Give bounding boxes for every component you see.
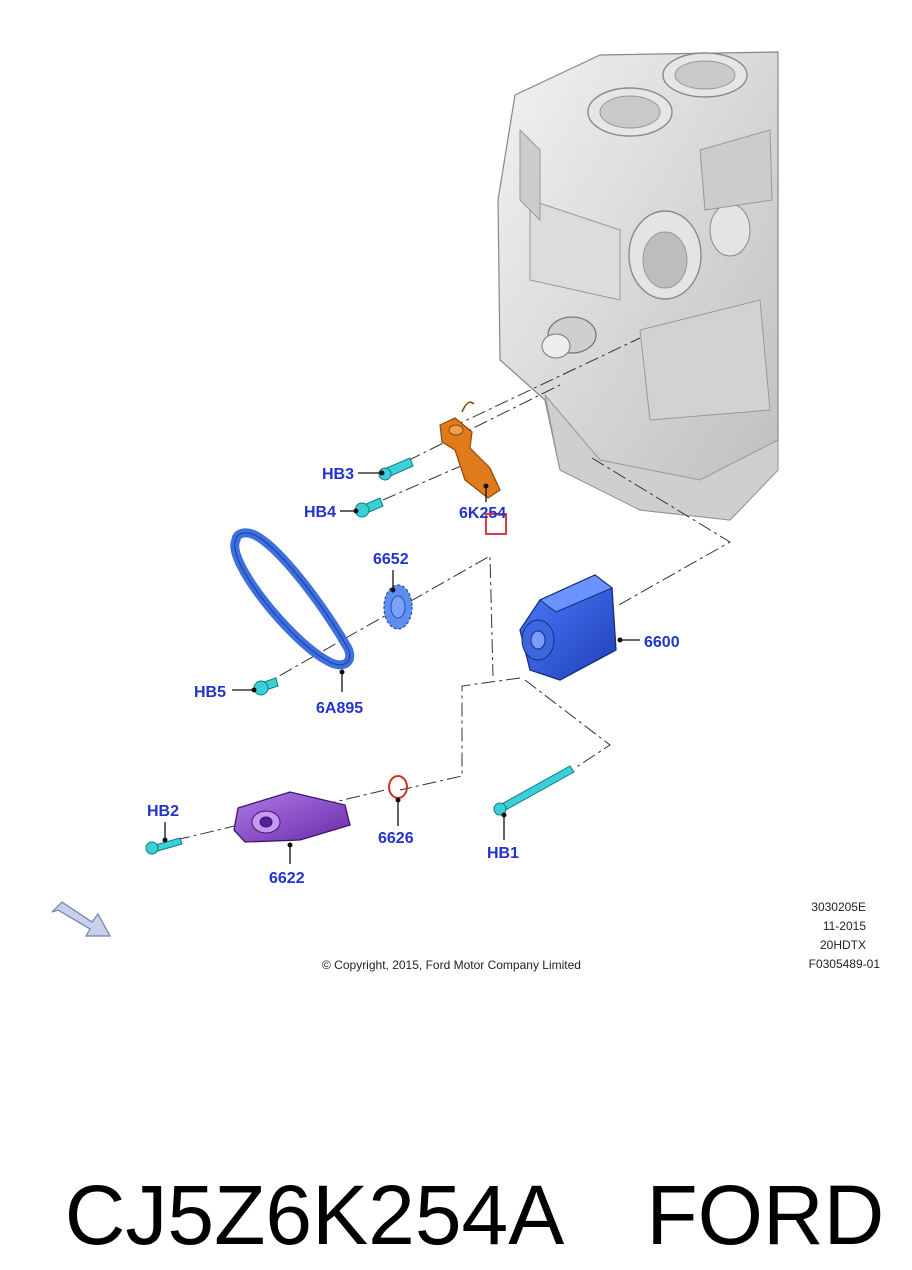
tensioner-6k254 bbox=[439, 401, 501, 499]
part-caption: CJ5Z6K254A FORD bbox=[18, 1050, 898, 1262]
bolt-hb4 bbox=[354, 497, 384, 518]
callout-6k254: 6K254 bbox=[459, 505, 506, 522]
callout-6652: 6652 bbox=[373, 551, 409, 568]
bolt-hb1 bbox=[493, 765, 575, 816]
callout-6622: 6622 bbox=[269, 870, 305, 887]
bolt-hb3 bbox=[378, 457, 414, 481]
meta-date: 11-2015 bbox=[823, 919, 866, 933]
crankshaft-gear bbox=[541, 316, 597, 359]
bolt-hb5 bbox=[253, 677, 279, 696]
engine-block bbox=[497, 51, 779, 521]
belt-6a895 bbox=[230, 528, 355, 670]
callout-hb4: HB4 bbox=[304, 504, 336, 521]
callout-hb1: HB1 bbox=[487, 845, 519, 862]
highlight-box bbox=[485, 513, 507, 535]
sprocket-6652 bbox=[383, 584, 413, 630]
leader-lines bbox=[162, 470, 640, 864]
meta-ref: 3030205E bbox=[811, 900, 866, 914]
caption-brand: FORD bbox=[646, 1168, 885, 1262]
callout-hb3: HB3 bbox=[322, 466, 354, 483]
exploded-parts-diagram: HB3 HB4 6K254 6652 6600 HB5 6A895 HB2 66… bbox=[51, 51, 881, 972]
caption-part-number: CJ5Z6K254A bbox=[64, 1168, 565, 1262]
copyright-notice: © Copyright, 2015, Ford Motor Company Li… bbox=[322, 958, 581, 972]
callout-6a895: 6A895 bbox=[316, 700, 363, 717]
callout-hb2: HB2 bbox=[147, 803, 179, 820]
oil-pump-6600 bbox=[519, 574, 617, 681]
callout-6626: 6626 bbox=[378, 830, 414, 847]
meta-figure: F0305489-01 bbox=[809, 957, 881, 971]
oring-6626 bbox=[388, 775, 408, 799]
bolt-hb2 bbox=[145, 837, 183, 855]
callout-6600: 6600 bbox=[644, 634, 680, 651]
meta-engine: 20HDTX bbox=[820, 938, 866, 952]
bracket-6622 bbox=[233, 791, 351, 843]
callout-hb5: HB5 bbox=[194, 684, 226, 701]
front-direction-arrow-icon bbox=[51, 901, 112, 937]
